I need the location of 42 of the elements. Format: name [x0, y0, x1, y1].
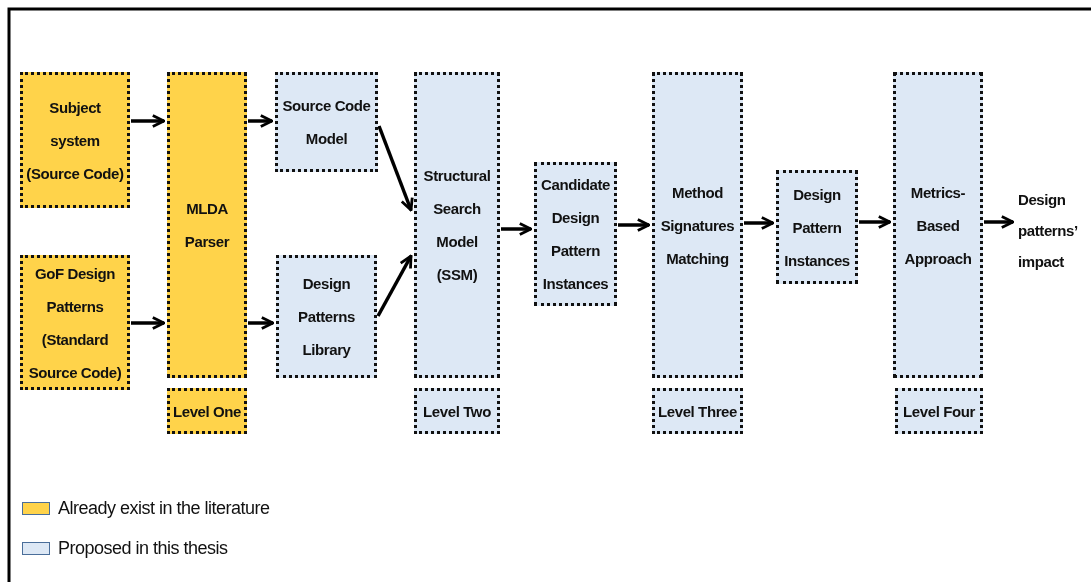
box-label: Method Signatures Matching	[659, 182, 736, 269]
process-box	[895, 388, 983, 434]
arrow	[131, 114, 166, 128]
box-label: GoF Design Patterns (Standard Source Code)	[27, 263, 123, 383]
process-box	[414, 72, 500, 378]
process-box	[776, 170, 858, 284]
arrow	[131, 316, 166, 330]
process-box	[534, 162, 617, 306]
arrow	[377, 125, 414, 212]
process-box	[893, 72, 983, 378]
process-box	[276, 255, 377, 378]
process-box	[652, 72, 743, 378]
arrow	[501, 222, 533, 236]
arrow	[376, 254, 413, 317]
box-label: Subject system (Source Code)	[25, 97, 125, 184]
process-box	[414, 388, 500, 434]
box-label: Level One	[171, 401, 243, 422]
box-label: MLDA Parser	[183, 199, 231, 252]
box-label: Level Two	[422, 401, 492, 422]
arrow	[984, 215, 1015, 229]
process-box	[167, 72, 247, 378]
box-label: Level Four	[902, 401, 976, 422]
arrow	[859, 215, 892, 229]
legend-label: Already exist in the literature	[58, 498, 270, 519]
legend-label: Proposed in this thesis	[58, 538, 228, 559]
box-label: Source Code Model	[281, 96, 372, 149]
process-box	[275, 72, 378, 172]
output-text: Design patterns’ impact	[1017, 189, 1079, 272]
arrow	[248, 114, 274, 128]
box-label: Level Three	[657, 401, 738, 422]
box-label: Design Pattern Instances	[783, 184, 851, 271]
process-box	[20, 255, 130, 390]
box-label: Candidate Design Pattern Instances	[540, 175, 611, 294]
arrow	[744, 216, 775, 230]
box-label: Design Patterns Library	[297, 274, 356, 360]
arrow	[248, 316, 275, 330]
process-box	[167, 388, 247, 434]
arrow	[618, 218, 651, 232]
process-box	[20, 72, 130, 208]
box-label: Metrics-Based Approach	[903, 182, 973, 269]
box-label: Structural Search Model (SSM)	[422, 166, 492, 285]
process-box	[652, 388, 743, 434]
